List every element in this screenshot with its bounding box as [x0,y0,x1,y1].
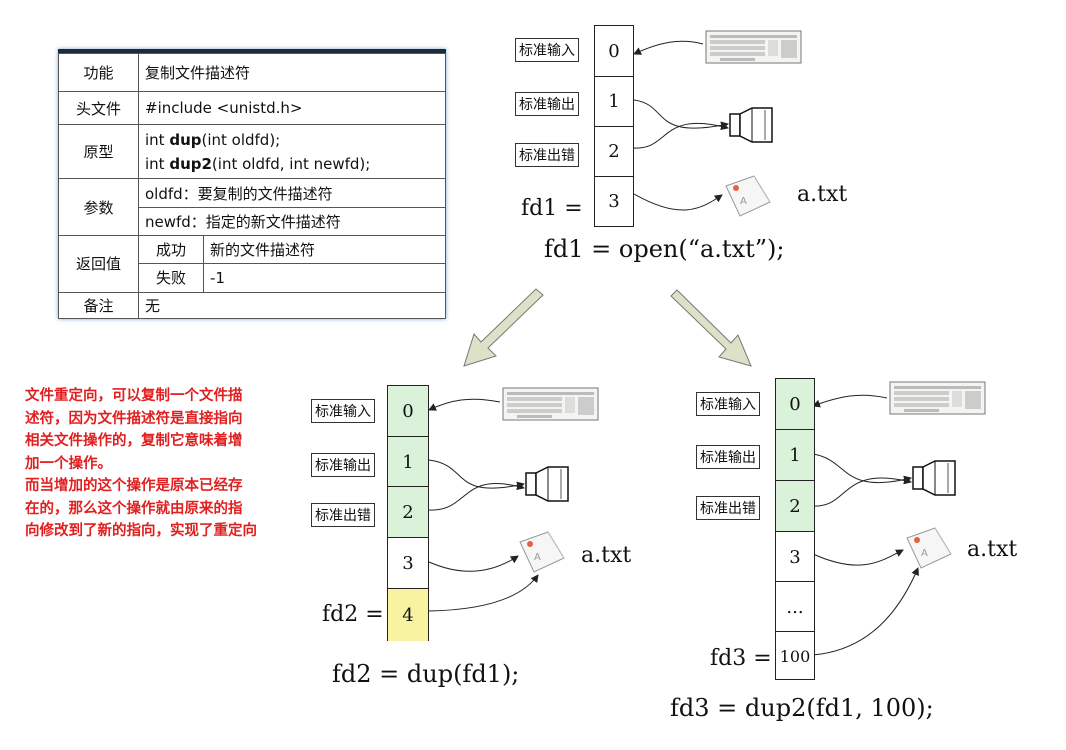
stdin-label: 标准输入 [696,392,760,416]
monitor-icon [729,107,773,143]
file-icon [906,527,952,569]
row-key-header: 头文件 [58,91,139,125]
row-key-return: 返回值 [58,235,139,293]
fd2-label: fd2 = [322,602,384,627]
keyboard-icon [705,30,802,64]
fd-table-left: 0 1 2 3 4 [387,385,429,641]
monitor-icon [912,460,956,496]
keyboard-icon [502,387,599,421]
row-value-header: #include <unistd.h> [138,91,446,125]
fd-table-right: 0 1 2 3 ... 100 [775,378,815,680]
stdin-label: 标准输入 [311,399,375,423]
fd-cell: 2 [388,486,428,538]
stdout-label: 标准输出 [515,92,579,116]
fd-cell: 0 [776,379,814,429]
fd-cell: 4 [388,588,428,641]
note-line: 述符，因为文件描述符是直接指向 [25,410,243,427]
fd-table-top: 0 1 2 3 [594,25,634,227]
dup-caption: fd2 = dup(fd1); [332,660,520,688]
stderr-label: 标准出错 [515,143,579,167]
note-line: 而当增加的这个操作是原本已经存 [25,478,243,494]
fd-cell: ... [776,581,814,632]
fd-cell: 2 [776,480,814,532]
fd-cell: 3 [595,176,633,226]
fd-cell: 3 [388,537,428,589]
fd-cell: 0 [608,40,620,62]
fd1-label: fd1 = [521,196,583,221]
return-success-label: 成功 [138,235,204,265]
file-icon [725,175,771,217]
return-success-value: 新的文件描述符 [203,235,446,265]
stdin-label: 标准输入 [515,38,579,62]
api-table: 功能 复制文件描述符 头文件 #include <unistd.h> 原型 in… [58,49,446,320]
prototype-dup: int dup(int oldfd); [145,130,281,149]
row-value-param1: oldfd：要复制的文件描述符 [138,178,446,208]
note-line: 文件重定向，可以复制一个文件描 [25,388,243,404]
fd-cell: 3 [776,531,814,582]
open-caption: fd1 = open(“a.txt”); [544,235,785,263]
note-line: 加一个操作。 [25,455,112,472]
row-key-function: 功能 [58,52,139,93]
fd-cell: 1 [388,436,428,487]
fd-cell: 2 [595,126,633,176]
file-name: a.txt [797,182,848,207]
dup2-caption: fd3 = dup2(fd1, 100); [670,694,934,722]
row-key-params: 参数 [58,178,139,237]
fd-cell: 1 [776,429,814,481]
fd-cell: 100 [776,631,814,680]
redirect-note: 文件重定向，可以复制一个文件描 述符，因为文件描述符是直接指向 相关文件操作的，… [25,385,315,543]
file-name: a.txt [967,537,1018,562]
transition-arrow-left [463,288,544,367]
note-line: 向修改到了新的指向，实现了重定向 [25,523,257,539]
note-line: 相关文件操作的，复制它意味着增 [25,433,243,449]
stdout-label: 标准输出 [311,453,375,477]
keyboard-icon [889,381,986,415]
file-name: a.txt [581,543,632,568]
stdout-label: 标准输出 [696,445,760,469]
note-line: 在的，那么这个操作就由原来的指 [25,500,243,517]
stderr-label: 标准出错 [311,503,375,527]
row-key-remark: 备注 [58,291,139,320]
file-icon [519,531,565,573]
fd3-label: fd3 = [710,646,772,671]
transition-arrow-right [670,289,752,367]
row-value-prototype: int dup(int oldfd); int dup2(int oldfd, … [138,123,446,180]
fd-cell: 0 [388,386,428,436]
row-value-remark: 无 [138,291,446,320]
prototype-dup2: int dup2(int oldfd, int newfd); [145,154,371,173]
row-key-prototype: 原型 [58,123,139,180]
monitor-icon [525,466,569,502]
fd-cell: 1 [595,76,633,126]
stderr-label: 标准出错 [696,496,760,520]
